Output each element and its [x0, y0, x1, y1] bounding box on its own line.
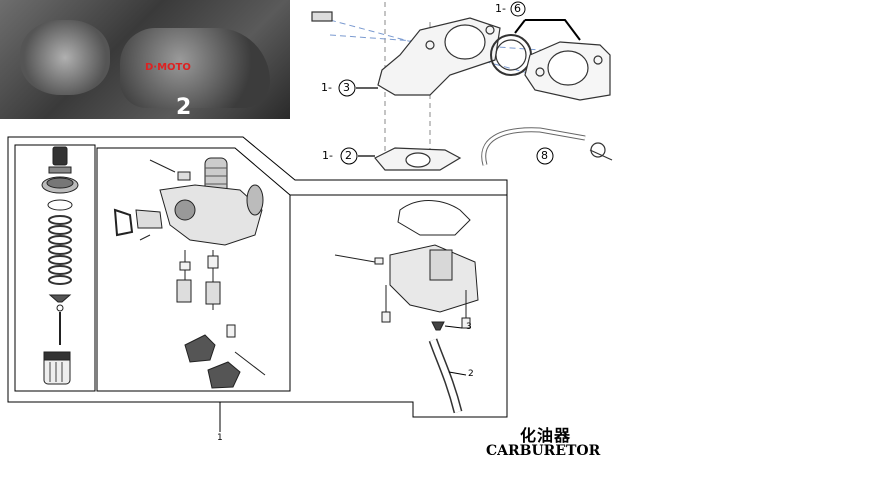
callout-item-3: 3 [466, 322, 472, 332]
engine-block [120, 28, 270, 108]
callout-6: 6 [514, 2, 521, 15]
stud-bolt [311, 11, 333, 22]
callout-item-1: 1 [217, 433, 223, 443]
callout-3: 3 [343, 81, 350, 94]
engine-photo: D·MOTO 2 [0, 0, 290, 119]
diagram-title-chinese: 化油器 [520, 426, 572, 445]
throttle-slide-parts [41, 146, 79, 385]
callout-8: 8 [541, 149, 548, 162]
photo-number: 2 [176, 95, 192, 119]
engine-cover [20, 20, 110, 95]
diagram-title-english: CARBURETOR [486, 443, 601, 459]
callout-item-2: 2 [468, 369, 474, 379]
float-bowl-parts [334, 200, 479, 414]
intake-manifold-group [311, 1, 613, 171]
callout-2: 2 [345, 149, 352, 162]
callout-prefix-2: 1- [322, 149, 333, 162]
engine-badge: D·MOTO [145, 62, 191, 73]
callout-prefix-3: 1- [321, 81, 332, 94]
carburetor-frame [7, 136, 508, 432]
callout-prefix-6: 1- [495, 2, 506, 15]
carburetor-body [113, 157, 266, 389]
